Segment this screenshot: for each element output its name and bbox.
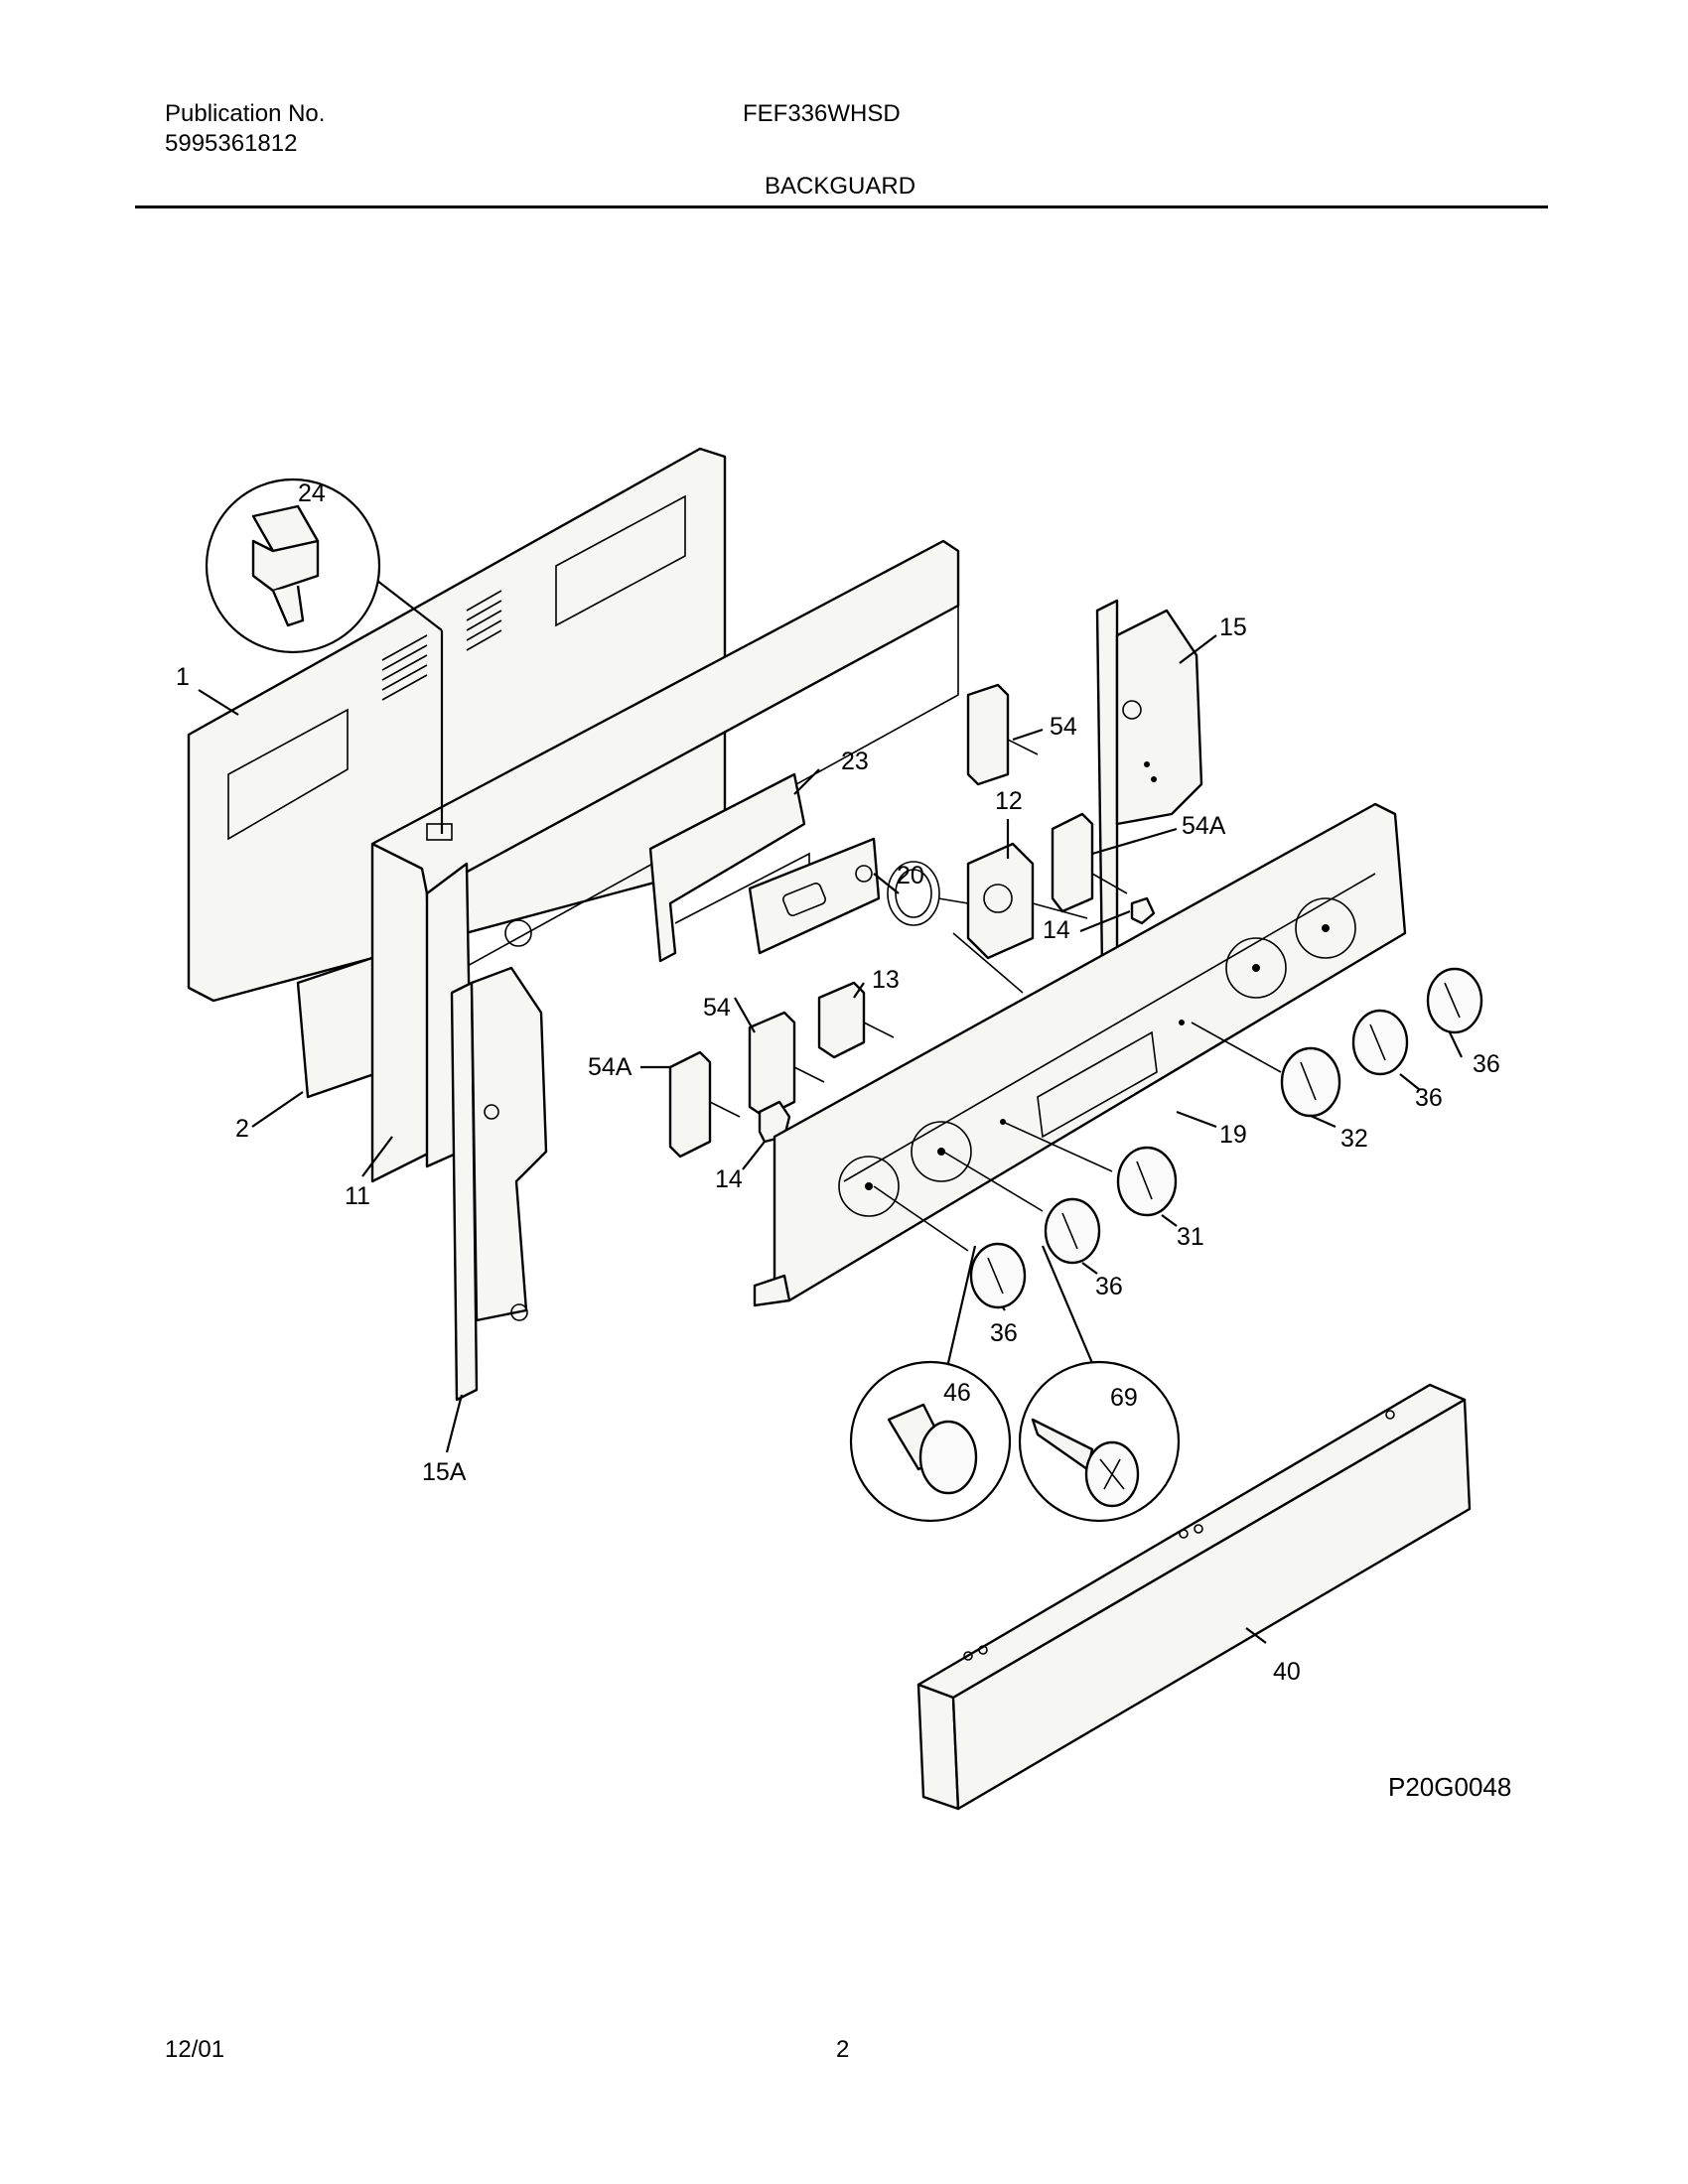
label-23: 23: [841, 748, 869, 775]
part-knob-36-middle: [1044, 1197, 1101, 1265]
label-31: 31: [1177, 1223, 1204, 1251]
part-switch-14-upper: [1130, 896, 1156, 925]
part-switch-54-upper: [966, 683, 1039, 786]
label-2: 2: [235, 1115, 249, 1143]
part-switch-54-middle: [748, 1011, 825, 1119]
label-32: 32: [1340, 1125, 1368, 1153]
label-69: 69: [1110, 1384, 1138, 1412]
label-15: 15: [1219, 614, 1247, 641]
knob-shaft-guides: [873, 1022, 1282, 1252]
label-36-right: 36: [1415, 1084, 1443, 1112]
label-14-upper: 14: [1043, 916, 1070, 944]
label-1: 1: [176, 663, 190, 691]
part-rear-panel: [187, 447, 727, 1003]
publication-label: Publication No.: [165, 100, 326, 127]
page-number: 2: [836, 2036, 850, 2063]
label-54a-middle: 54A: [588, 1053, 633, 1081]
callout-rocker-switch: [205, 478, 444, 834]
part-knob-36-far-right: [1426, 967, 1483, 1034]
label-54a-upper: 54A: [1182, 812, 1226, 840]
label-36-left: 36: [990, 1319, 1018, 1347]
label-20: 20: [897, 862, 924, 889]
part-control-panel: [753, 802, 1407, 1307]
label-46: 46: [943, 1379, 971, 1407]
label-24: 24: [298, 479, 326, 507]
section-title: BACKGUARD: [765, 173, 916, 200]
part-switch-13: [817, 981, 895, 1059]
part-trim-strip: [916, 1383, 1472, 1811]
label-54-middle: 54: [703, 994, 731, 1022]
label-12: 12: [995, 787, 1023, 815]
label-36-middle: 36: [1095, 1273, 1123, 1300]
header-rule: [135, 205, 1548, 208]
part-left-side-bracket: [450, 966, 548, 1402]
part-switch-54a-upper: [1051, 812, 1128, 913]
label-11: 11: [345, 1182, 370, 1210]
callout-screw: [1018, 1245, 1181, 1523]
footer-date: 12/01: [165, 2036, 225, 2063]
label-14-middle: 14: [715, 1165, 743, 1193]
callout-spacer: [849, 1245, 1012, 1523]
model-number: FEF336WHSD: [743, 100, 901, 127]
leader-lines: [198, 634, 1463, 1644]
label-54-upper: 54: [1050, 713, 1077, 741]
part-knob-32: [1280, 1046, 1341, 1118]
part-switch-54a-middle: [668, 1050, 741, 1159]
label-15a: 15A: [422, 1458, 467, 1486]
label-19: 19: [1219, 1121, 1247, 1149]
label-36-far-right: 36: [1473, 1050, 1500, 1078]
diagram-code: P20G0048: [1388, 1772, 1512, 1802]
part-clock: [748, 837, 881, 955]
part-knob-36-right: [1351, 1009, 1409, 1076]
label-13: 13: [872, 966, 900, 994]
publication-number: 5995361812: [165, 130, 298, 157]
part-knob-31: [1116, 1146, 1178, 1217]
part-knob-36-left: [969, 1242, 1027, 1309]
label-40: 40: [1273, 1658, 1301, 1686]
part-thermostat: [887, 842, 1088, 994]
